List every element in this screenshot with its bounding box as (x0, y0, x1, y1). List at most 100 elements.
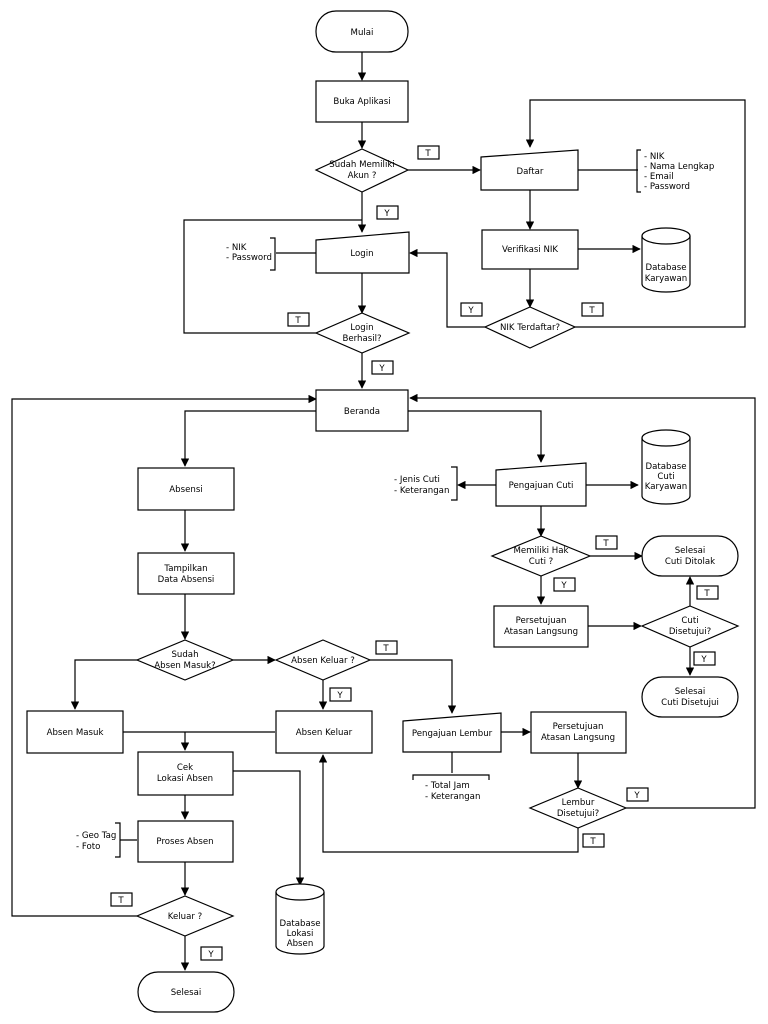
buka-aplikasi-label: Buka Aplikasi (333, 97, 390, 107)
login-berhasil-label-1: Login (350, 323, 373, 333)
absen-keluar-label: Absen Keluar (296, 728, 353, 738)
cek-lokasi-label-2: Lokasi Absen (157, 774, 213, 784)
data-field-annotations: - NIK - Nama Lengkap - Email - Password … (76, 149, 714, 858)
tag-yes-nik-terdaftar: Y (460, 302, 483, 317)
login-berhasil-decision: Login Berhasil? (314, 312, 411, 354)
tag-no-hak-cuti: T (595, 535, 618, 550)
hak-cuti-label-1: Memiliki Hak (513, 546, 568, 556)
tag-no-nik-terdaftar: T (581, 302, 604, 317)
db-lokasi-label-3: Absen (287, 939, 314, 949)
db-karyawan-label-1: Database (645, 263, 686, 273)
daftar-input: Daftar (480, 149, 579, 191)
keluar-decision: Keluar ? (135, 895, 235, 937)
database-cuti-karyawan: Database Cuti Karyawan (641, 429, 691, 505)
beranda-label: Beranda (344, 407, 380, 417)
cuti-disetujui-end-label-1: Selesai (675, 687, 706, 697)
tampilkan-label-2: Data Absensi (158, 575, 215, 585)
database-lokasi-absen: Database Lokasi Absen (275, 883, 325, 955)
daftar-field-3: - Email (644, 172, 674, 182)
absensi-label: Absensi (169, 485, 202, 495)
svg-text:T: T (294, 316, 301, 326)
absensi-process: Absensi (137, 467, 235, 511)
connectors (11, 52, 756, 971)
keluar-q-label: Keluar ? (168, 912, 202, 922)
pengajuan-cuti-label: Pengajuan Cuti (509, 481, 574, 491)
branch-tags: T Y Y T T Y T Y T Y T Y Y T T Y (110, 145, 719, 961)
pengajuan-lembur-label: Pengajuan Lembur (412, 729, 493, 739)
absen-masuk-label: Absen Masuk (47, 728, 104, 738)
sudah-absen-masuk-decision: Sudah Absen Masuk? (135, 639, 235, 681)
end-node: Selesai (137, 971, 235, 1013)
tag-yes-login-berhasil: Y (371, 360, 394, 375)
tag-yes-hak-cuti: Y (553, 577, 576, 592)
tag-yes-keluar: Y (200, 946, 223, 961)
tag-yes-absen-keluar: Y (329, 687, 352, 702)
cuti-disetujui-end-label-2: Cuti Disetujui (661, 698, 719, 708)
cek-lokasi-absen-process: Cek Lokasi Absen (137, 751, 234, 796)
sudah-akun-label-1: Sudah Memiliki (329, 160, 394, 170)
db-cuti-label-1: Database (645, 462, 686, 472)
persetujuan-cuti-label-2: Atasan Langsung (504, 627, 578, 637)
tag-no-keluar: T (110, 892, 133, 907)
nik-terdaftar-decision: NIK Terdaftar? (483, 306, 577, 349)
tag-yes-cuti-disetujui: Y (693, 651, 716, 666)
login-berhasil-label-2: Berhasil? (342, 334, 381, 344)
svg-text:Y: Y (336, 691, 343, 701)
tampilkan-label-1: Tampilkan (163, 564, 207, 574)
svg-text:Y: Y (207, 950, 214, 960)
svg-text:Y: Y (378, 364, 385, 374)
selesai-cuti-ditolak-terminal: Selesai Cuti Ditolak (641, 535, 739, 577)
svg-text:T: T (588, 306, 595, 316)
absen-masuk-process: Absen Masuk (26, 710, 124, 754)
tag-no-cuti-disetujui: T (696, 585, 719, 600)
cuti-ditolak-label-1: Selesai (675, 546, 706, 556)
svg-text:T: T (382, 644, 389, 654)
daftar-field-4: - Password (644, 182, 690, 192)
cuti-ditolak-label-2: Cuti Ditolak (665, 557, 715, 567)
verifikasi-label: Verifikasi NIK (502, 245, 558, 255)
persetujuan-cuti-label-1: Persetujuan (516, 616, 567, 626)
lembur-disetujui-label-2: Disetujui? (557, 809, 599, 819)
sudah-akun-label-2: Akun ? (348, 171, 377, 181)
pengajuan-cuti-input: Pengajuan Cuti (495, 462, 587, 507)
tag-no-lembur-disetujui: T (582, 833, 605, 848)
cuti-disetujui-decision: Cuti Disetujui? (640, 605, 740, 648)
login-field-2: - Password (226, 253, 272, 263)
sudah-absen-label-1: Sudah (171, 650, 198, 660)
svg-text:Y: Y (383, 209, 390, 219)
cuti-field-1: - Jenis Cuti (394, 475, 440, 485)
start-node: Mulai (315, 10, 409, 53)
svg-text:T: T (424, 149, 431, 159)
buka-aplikasi-process: Buka Aplikasi (315, 80, 409, 123)
lembur-disetujui-decision: Lembur Disetujui? (528, 787, 628, 829)
tag-yes-lembur-disetujui: Y (626, 787, 649, 802)
tag-no-sudah-akun: T (417, 145, 440, 160)
absen-field-2: - Foto (76, 842, 100, 852)
selesai-cuti-disetujui-terminal: Selesai Cuti Disetujui (641, 676, 739, 718)
pengajuan-lembur-input: Pengajuan Lembur (402, 712, 502, 753)
tampilkan-data-absensi-process: Tampilkan Data Absensi (137, 552, 235, 595)
svg-text:T: T (589, 837, 596, 847)
cuti-field-2: - Keterangan (394, 486, 449, 496)
db-lokasi-label-2: Lokasi (287, 929, 314, 939)
login-field-1: - NIK (226, 243, 247, 253)
lembur-field-2: - Keterangan (425, 792, 480, 802)
persetujuan-atasan-lembur-process: Persetujuan Atasan Langsung (530, 711, 627, 754)
sudah-absen-label-2: Absen Masuk? (154, 661, 215, 671)
start-label: Mulai (351, 28, 374, 38)
db-karyawan-label-2: Karyawan (645, 274, 687, 284)
svg-text:Y: Y (700, 655, 707, 665)
beranda-process: Beranda (315, 389, 409, 432)
db-lokasi-label-1: Database (279, 919, 320, 929)
svg-text:Y: Y (467, 306, 474, 316)
tag-no-absen-keluar: T (375, 640, 398, 655)
end-label: Selesai (171, 988, 202, 998)
cek-lokasi-label-1: Cek (177, 763, 193, 773)
svg-text:T: T (602, 539, 609, 549)
memiliki-hak-cuti-decision: Memiliki Hak Cuti ? (490, 535, 592, 577)
lembur-disetujui-label-1: Lembur (562, 798, 595, 808)
absen-keluar-q-label: Absen Keluar ? (291, 656, 355, 666)
database-karyawan: Database Karyawan (641, 227, 691, 293)
proses-absen-label: Proses Absen (156, 837, 213, 847)
daftar-field-2: - Nama Lengkap (644, 162, 714, 172)
